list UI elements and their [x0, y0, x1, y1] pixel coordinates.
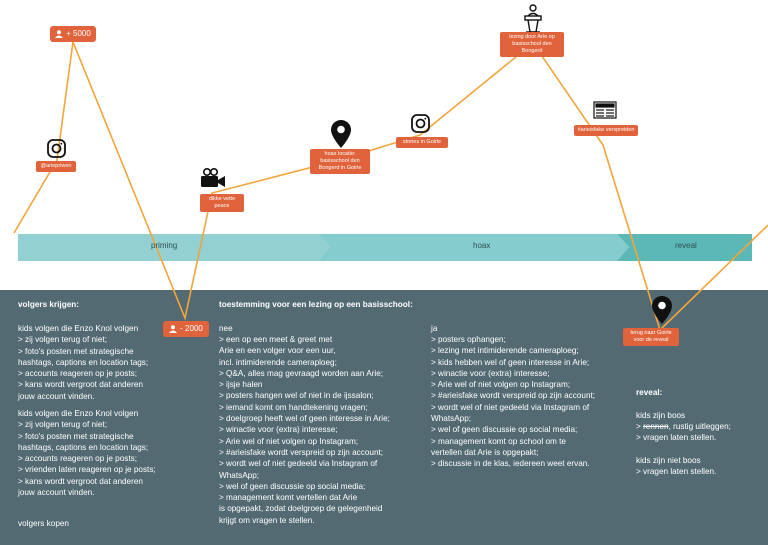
permission-yes-list: > posters ophangen; > lezing met intimid… — [431, 335, 596, 469]
followers-minus-badge: - 2000 — [163, 321, 209, 337]
event-instagram-account: @ariepriwen — [36, 161, 76, 172]
followers-plus-badge: + 5000 — [50, 26, 96, 42]
journey-line — [13, 38, 768, 332]
phase-label-hoax: hoax — [473, 241, 491, 250]
followers-plus-count: + 5000 — [66, 29, 91, 38]
location-pin-icon — [331, 120, 351, 148]
event-stories: stories in Goirle — [396, 137, 448, 148]
video-camera-icon — [201, 167, 225, 187]
reveal-location-pin-icon — [652, 296, 672, 324]
reveal-heading: reveal: — [636, 388, 663, 397]
phase-label-priming: priming — [151, 241, 178, 250]
followers-block-2: kids volgen die Enzo Knol volgen > zij v… — [18, 409, 156, 498]
reveal-sad-title: kids zijn boos — [636, 411, 686, 420]
event-newspapers: #arieisfake verspreiden — [574, 125, 638, 136]
instagram-icon — [47, 139, 66, 158]
followers-block-1: kids volgen die Enzo Knol volgen > zij v… — [18, 324, 149, 401]
reveal-sad-line-1: > rennen, rustig uitleggen; — [636, 422, 731, 431]
phase-label-reveal: reveal — [675, 241, 697, 250]
followers-minus-count: - 2000 — [180, 324, 203, 333]
lectern-icon — [524, 4, 542, 33]
instagram-stories-icon — [411, 114, 430, 133]
reveal-sad-line-1-rest: , rustig uitleggen; — [668, 422, 731, 431]
reveal-sad-strike: rennen — [643, 422, 669, 431]
followers-heading: volgers krijgen: — [18, 300, 79, 309]
newspaper-icon — [593, 101, 617, 119]
permission-yes-title: ja — [431, 324, 438, 333]
phase-band-priming — [18, 234, 330, 261]
event-hoax-location: hoax locatie: basisschool den Bongerd in… — [310, 149, 370, 174]
person-icon — [55, 30, 64, 38]
phase-band-hoax — [318, 234, 629, 261]
followers-buy: volgers kopen — [18, 519, 69, 528]
permission-no-title: nee — [219, 324, 233, 333]
reveal-sad-line-2: > vragen laten stellen. — [636, 433, 717, 442]
reveal-notsad-line: > vragen laten stellen. — [636, 467, 717, 476]
permission-heading: toestemming voor een lezing op een basis… — [219, 300, 413, 309]
event-lecture: lezing door Arie op basisschool den Bong… — [500, 32, 564, 57]
permission-no-list: > een op een meet & greet met Arie en ee… — [219, 335, 390, 525]
phase-band-reveal — [617, 234, 752, 261]
event-video: dikke vette peace — [200, 194, 244, 212]
event-reveal-location: terug naar Goirle voor de reveal — [623, 328, 679, 346]
reveal-notsad-title: kids zijn niet boos — [636, 456, 701, 465]
person-icon — [169, 325, 178, 333]
